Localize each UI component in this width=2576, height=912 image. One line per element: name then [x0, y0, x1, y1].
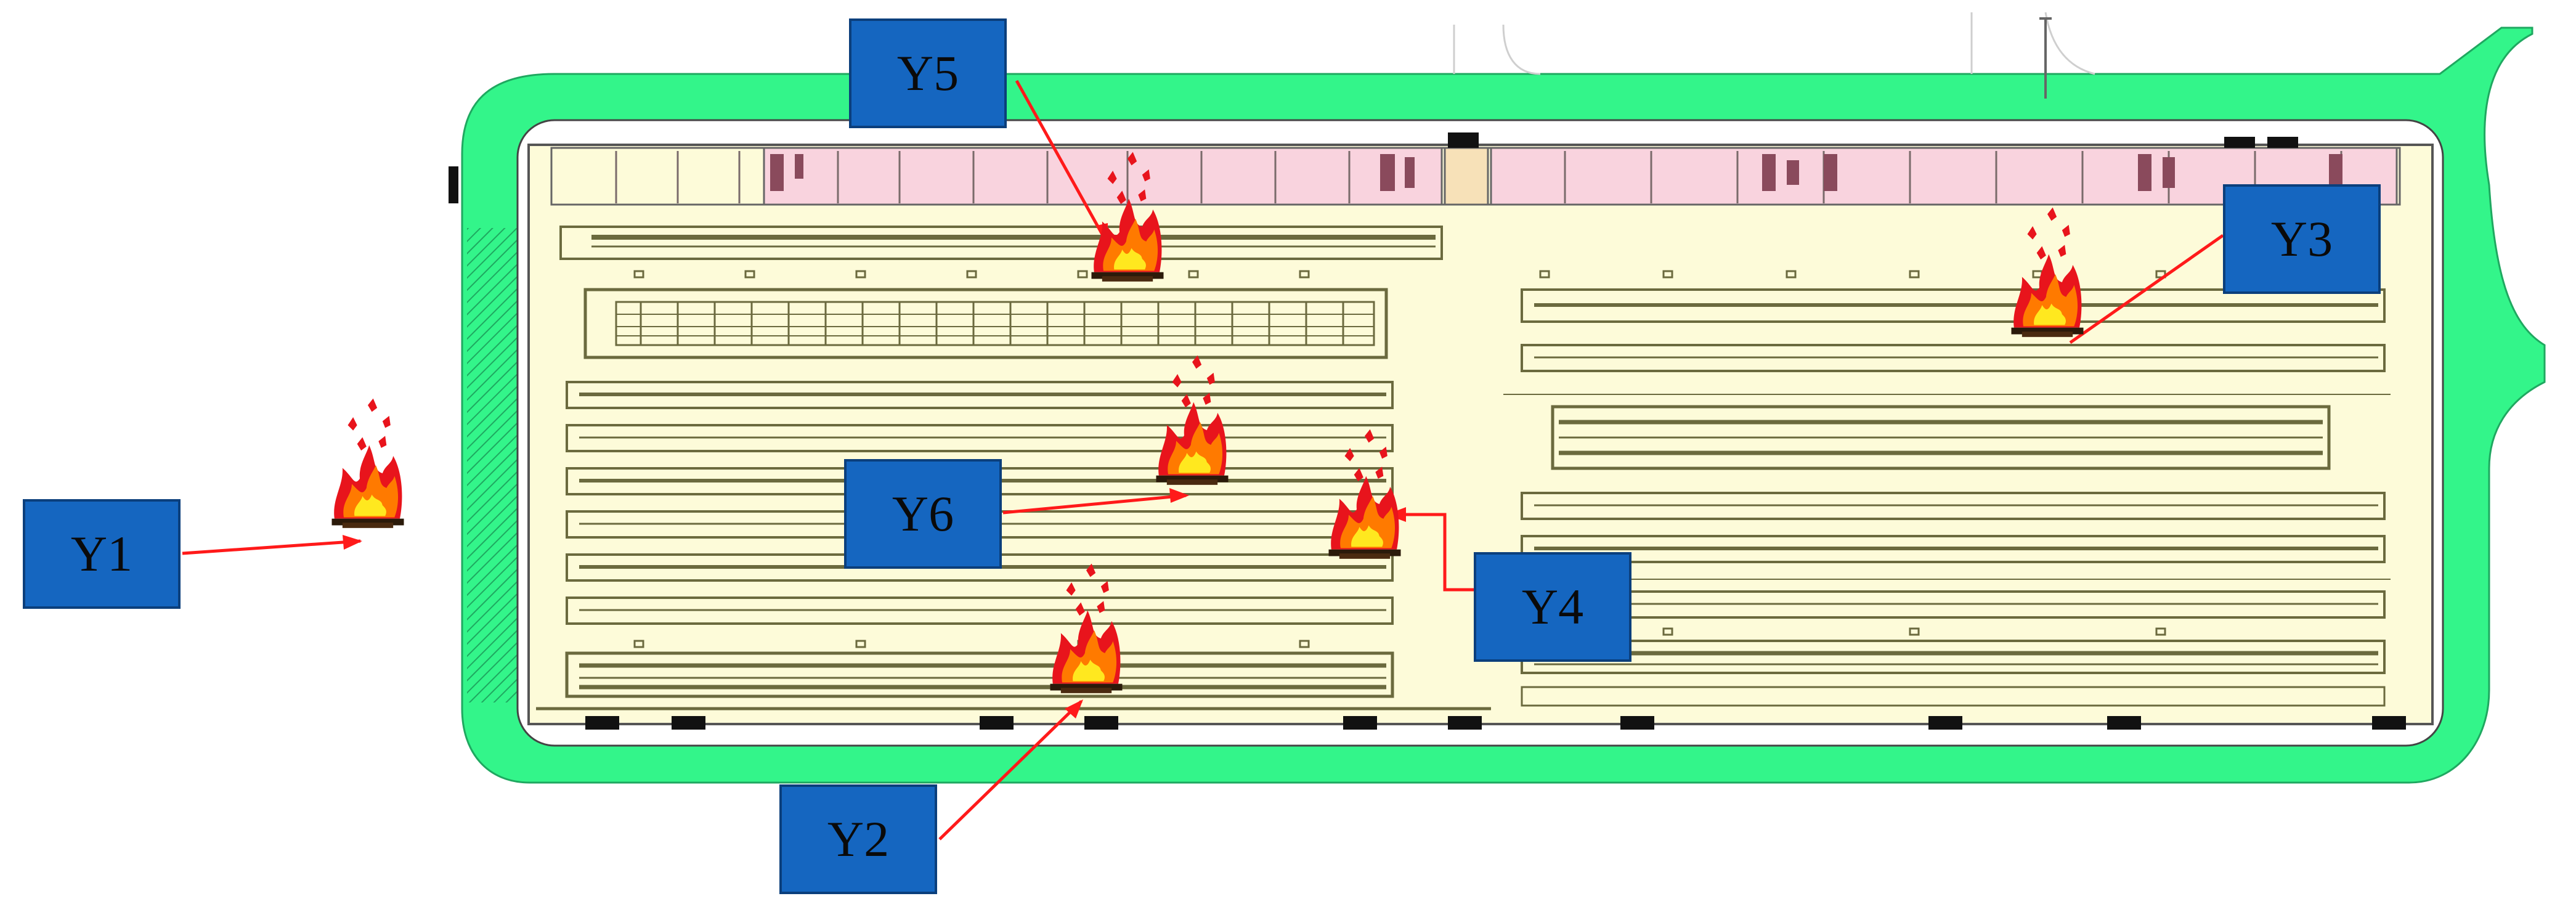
leader-lines [182, 79, 2224, 841]
label-y5: Y5 [849, 18, 1007, 128]
leader-y3 [2069, 234, 2224, 344]
label-y6: Y6 [844, 459, 1002, 569]
dock-doors [449, 166, 2406, 730]
label-y1: Y1 [23, 499, 181, 609]
leader-y4 [1389, 513, 1474, 592]
office-strip [550, 132, 2401, 206]
label-y4: Y4 [1474, 552, 1631, 662]
leader-y6 [1002, 494, 1187, 515]
label-y2: Y2 [779, 784, 937, 894]
column-grid [633, 270, 2290, 648]
leader-y2 [938, 700, 1083, 841]
label-y3: Y3 [2223, 184, 2381, 294]
leader-y1 [182, 539, 361, 555]
leader-y5 [1015, 79, 1108, 242]
